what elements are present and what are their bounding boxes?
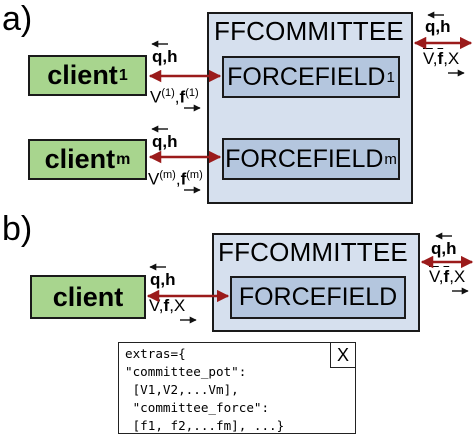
forcefield-1-name: FORCEFIELD bbox=[227, 62, 386, 91]
label-out-qh-a: q,h bbox=[425, 17, 451, 36]
label-out-vfx-a: V,f,X bbox=[423, 49, 460, 68]
extras-line-3: "committee_force": bbox=[125, 400, 270, 415]
extras-box: extras={ "committee_pot": [V1,V2,...Vm],… bbox=[118, 342, 356, 434]
label-vm-fm: V(m),f(m) bbox=[148, 169, 203, 189]
client-m-sub: m bbox=[116, 150, 131, 168]
extras-line-0: extras={ bbox=[125, 346, 186, 361]
panel-b-letter: b) bbox=[2, 210, 33, 248]
client-1-sub: 1 bbox=[118, 66, 128, 84]
label-qh-client-1: q,h bbox=[152, 47, 178, 66]
label-out-qh-b: q,h bbox=[431, 239, 457, 258]
label-v1-f1: V(1),f(1) bbox=[150, 87, 199, 107]
label-out-vfx-b: V,f,X bbox=[429, 267, 466, 286]
label-vfx-b: V,f,X bbox=[149, 296, 186, 315]
label-qh-b: q,h bbox=[150, 270, 176, 289]
client-m-name: client bbox=[44, 144, 116, 174]
client-1-name: client bbox=[47, 60, 118, 90]
extras-line-1: "committee_pot": bbox=[125, 364, 247, 379]
panel-a-letter: a) bbox=[2, 0, 33, 38]
label-qh-client-m: q,h bbox=[152, 132, 178, 151]
extras-x-box: X bbox=[330, 342, 356, 368]
extras-line-4: [f1, f2,...fm], ...} bbox=[125, 418, 285, 433]
client-box-b: client bbox=[30, 275, 146, 319]
forcefield-1-sub: 1 bbox=[386, 68, 395, 86]
forcefield-box-b: FORCEFIELD bbox=[230, 276, 406, 319]
ffcommittee-title-b: FFCOMMITTEE bbox=[218, 237, 408, 267]
forcefield-m-sub: m bbox=[384, 150, 397, 168]
extras-line-2: [V1,V2,...Vm], bbox=[125, 382, 239, 397]
ffcommittee-title-a: FFCOMMITTEE bbox=[214, 16, 404, 46]
forcefield-m-name: FORCEFIELD bbox=[225, 144, 384, 173]
